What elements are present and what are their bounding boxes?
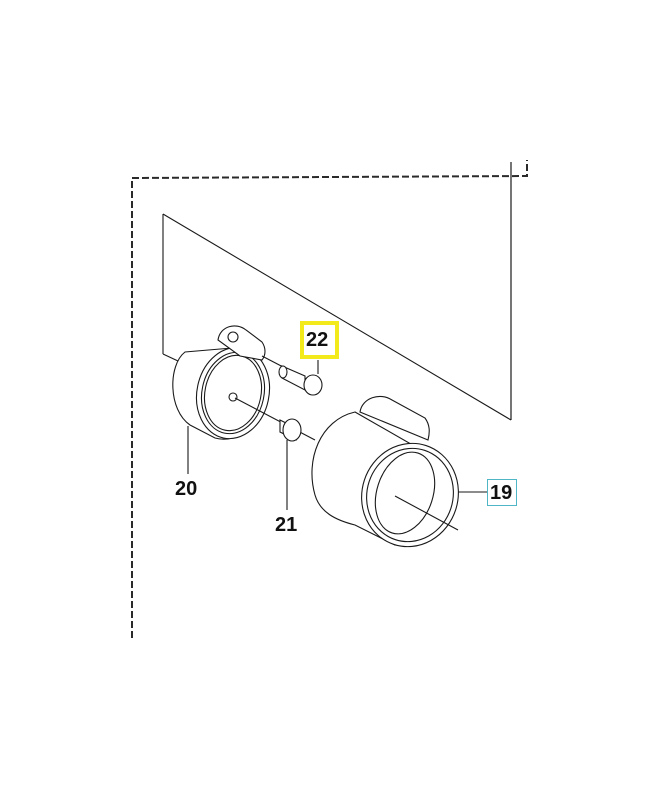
dashed-frame [131, 160, 528, 638]
part-label-20[interactable]: 20 [175, 478, 198, 500]
part-21-screw [234, 397, 316, 442]
part-label-19[interactable]: 19 [490, 482, 513, 504]
part-label-22[interactable]: 22 [306, 329, 329, 351]
callout-19-box[interactable] [487, 479, 517, 506]
part-20-clamp [172, 325, 271, 440]
part-label-21[interactable]: 21 [275, 514, 298, 536]
part-22-screw [261, 355, 323, 396]
leader-lines [187, 360, 487, 510]
mounting-plate [162, 213, 512, 421]
part-19-sleeve [311, 395, 459, 548]
callout-22-highlight[interactable] [300, 321, 339, 359]
